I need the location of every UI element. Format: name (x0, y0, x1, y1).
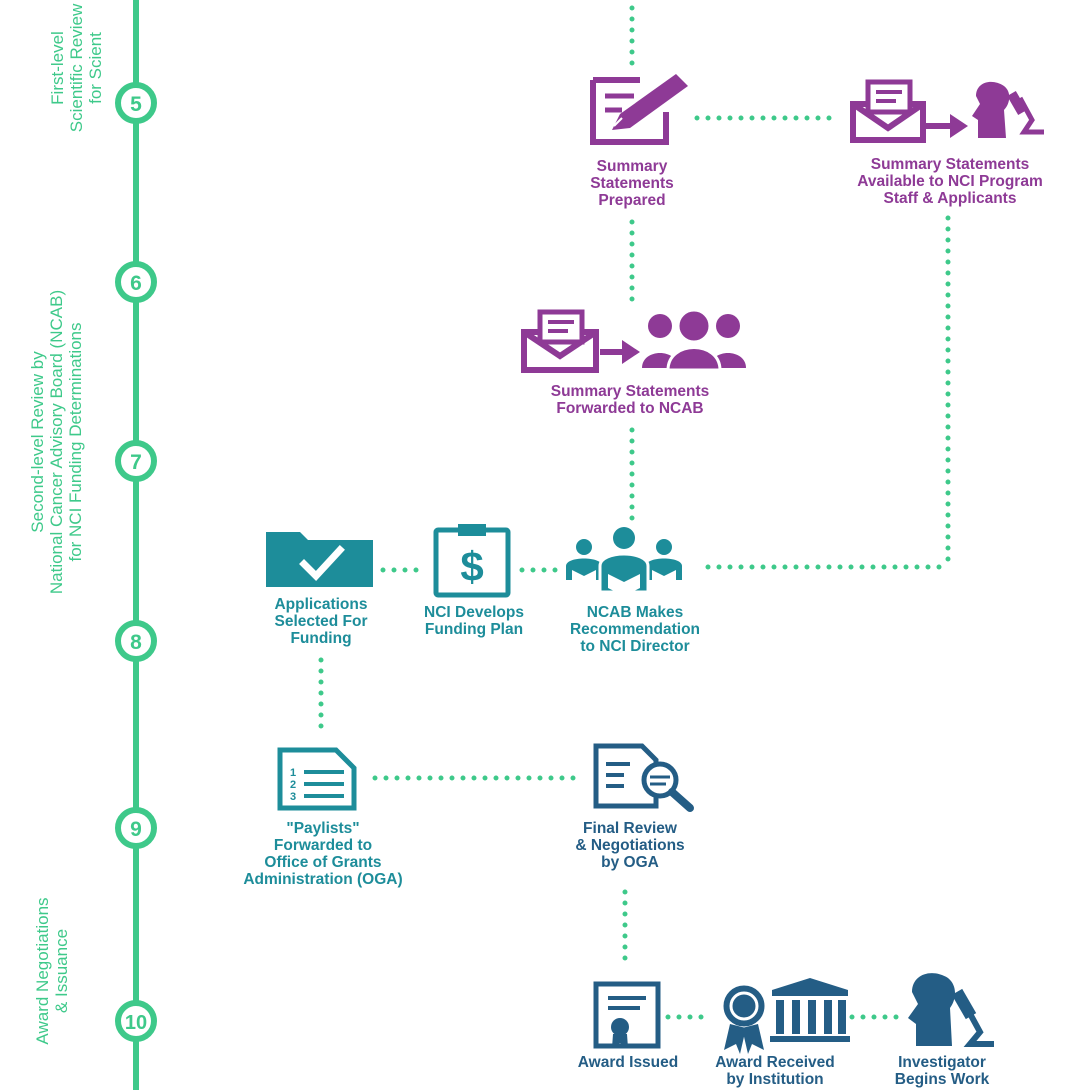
label-funding-plan: NCI Develops Funding Plan (424, 604, 524, 638)
step-number: 9 (130, 818, 142, 841)
document-magnifier-icon (593, 743, 694, 812)
step-circle-8: 8 (115, 620, 157, 662)
certificate-icon (593, 981, 661, 1049)
step-circle-10: 10 (115, 1000, 157, 1042)
step-circle-5: 5 (115, 82, 157, 124)
label-award-issued: Award Issued (577, 1054, 679, 1071)
svg-text:3: 3 (290, 791, 296, 803)
step-number: 6 (130, 272, 142, 295)
label-summary-forwarded: Summary Statements Forwarded to NCAB (550, 383, 710, 417)
clipboard-dollar-icon: $ (433, 524, 511, 598)
connectors (318, 5, 951, 1020)
svg-text:$: $ (460, 543, 483, 590)
envelope-to-group-icon (521, 308, 746, 373)
phase-label-second-level: Second-level Review by National Cancer A… (28, 289, 85, 595)
step-circle-7: 7 (115, 440, 157, 482)
folder-check-icon (266, 532, 373, 587)
step-circle-9: 9 (115, 807, 157, 849)
step-number: 8 (130, 631, 142, 654)
ribbon-institution-icon (720, 978, 850, 1054)
label-ncab-recommendation: NCAB Makes Recommendation to NCI Directo… (569, 604, 701, 655)
board-members-icon (566, 527, 682, 596)
step-number: 10 (125, 1012, 147, 1034)
envelope-to-scientist-icon (850, 79, 1044, 143)
svg-text:1: 1 (290, 767, 296, 779)
label-summary-available: Summary Statements Available to NCI Prog… (857, 156, 1043, 207)
scientist-microscope-icon (908, 973, 994, 1047)
phase-label-first-level: First-level Scientific Review for Scient (48, 3, 105, 133)
document-pen-icon (590, 74, 688, 145)
step-circle-6: 6 (115, 261, 157, 303)
step-number: 7 (130, 451, 142, 474)
svg-text:2: 2 (290, 779, 296, 791)
label-applications-selected: Applications Selected For Funding (274, 596, 368, 647)
label-investigator: Investigator Begins Work (894, 1054, 990, 1088)
label-paylists: "Paylists" Forwarded to Office of Grants… (243, 820, 403, 888)
phase-label-award: Award Negotiations & Issuance (33, 897, 71, 1045)
label-summary-prepared: Summary Statements Prepared (590, 158, 674, 209)
label-award-received: Award Received by Institution (715, 1054, 835, 1088)
step-number: 5 (130, 93, 142, 116)
numbered-list-icon: 1 2 3 (277, 747, 357, 811)
label-final-review: Final Review & Negotiations by OGA (575, 820, 685, 871)
